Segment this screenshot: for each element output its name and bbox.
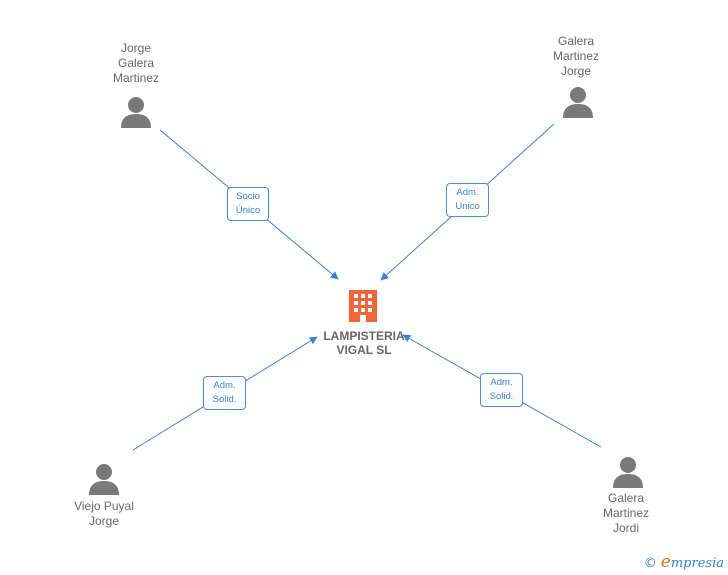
person-icon[interactable] — [563, 86, 593, 118]
relation-label[interactable]: Adm. Solid. — [203, 376, 246, 410]
brand-name: mpresia — [670, 556, 724, 571]
person-name[interactable]: Viejo Puyal Jorge — [74, 499, 134, 528]
person-name[interactable]: Galera Martinez Jordi — [602, 491, 649, 535]
brand-logo: ©empresia — [644, 552, 724, 572]
building-icon[interactable] — [349, 290, 377, 322]
copyright-symbol: © — [643, 556, 657, 571]
relation-label[interactable]: Adm. Solid. — [480, 373, 523, 407]
person-icon[interactable] — [121, 96, 151, 128]
company-name[interactable]: LAMPISTERIA VIGAL SL — [323, 329, 405, 357]
relation-label[interactable]: Socio Único — [227, 187, 269, 221]
person-name[interactable]: Galera Martinez Jorge — [552, 34, 599, 78]
person-icon[interactable] — [89, 463, 119, 495]
brand-initial: e — [660, 552, 671, 572]
person-name[interactable]: Jorge Galera Martinez — [112, 41, 159, 85]
person-icon[interactable] — [613, 456, 643, 488]
relation-label[interactable]: Adm. Unico — [446, 183, 489, 217]
